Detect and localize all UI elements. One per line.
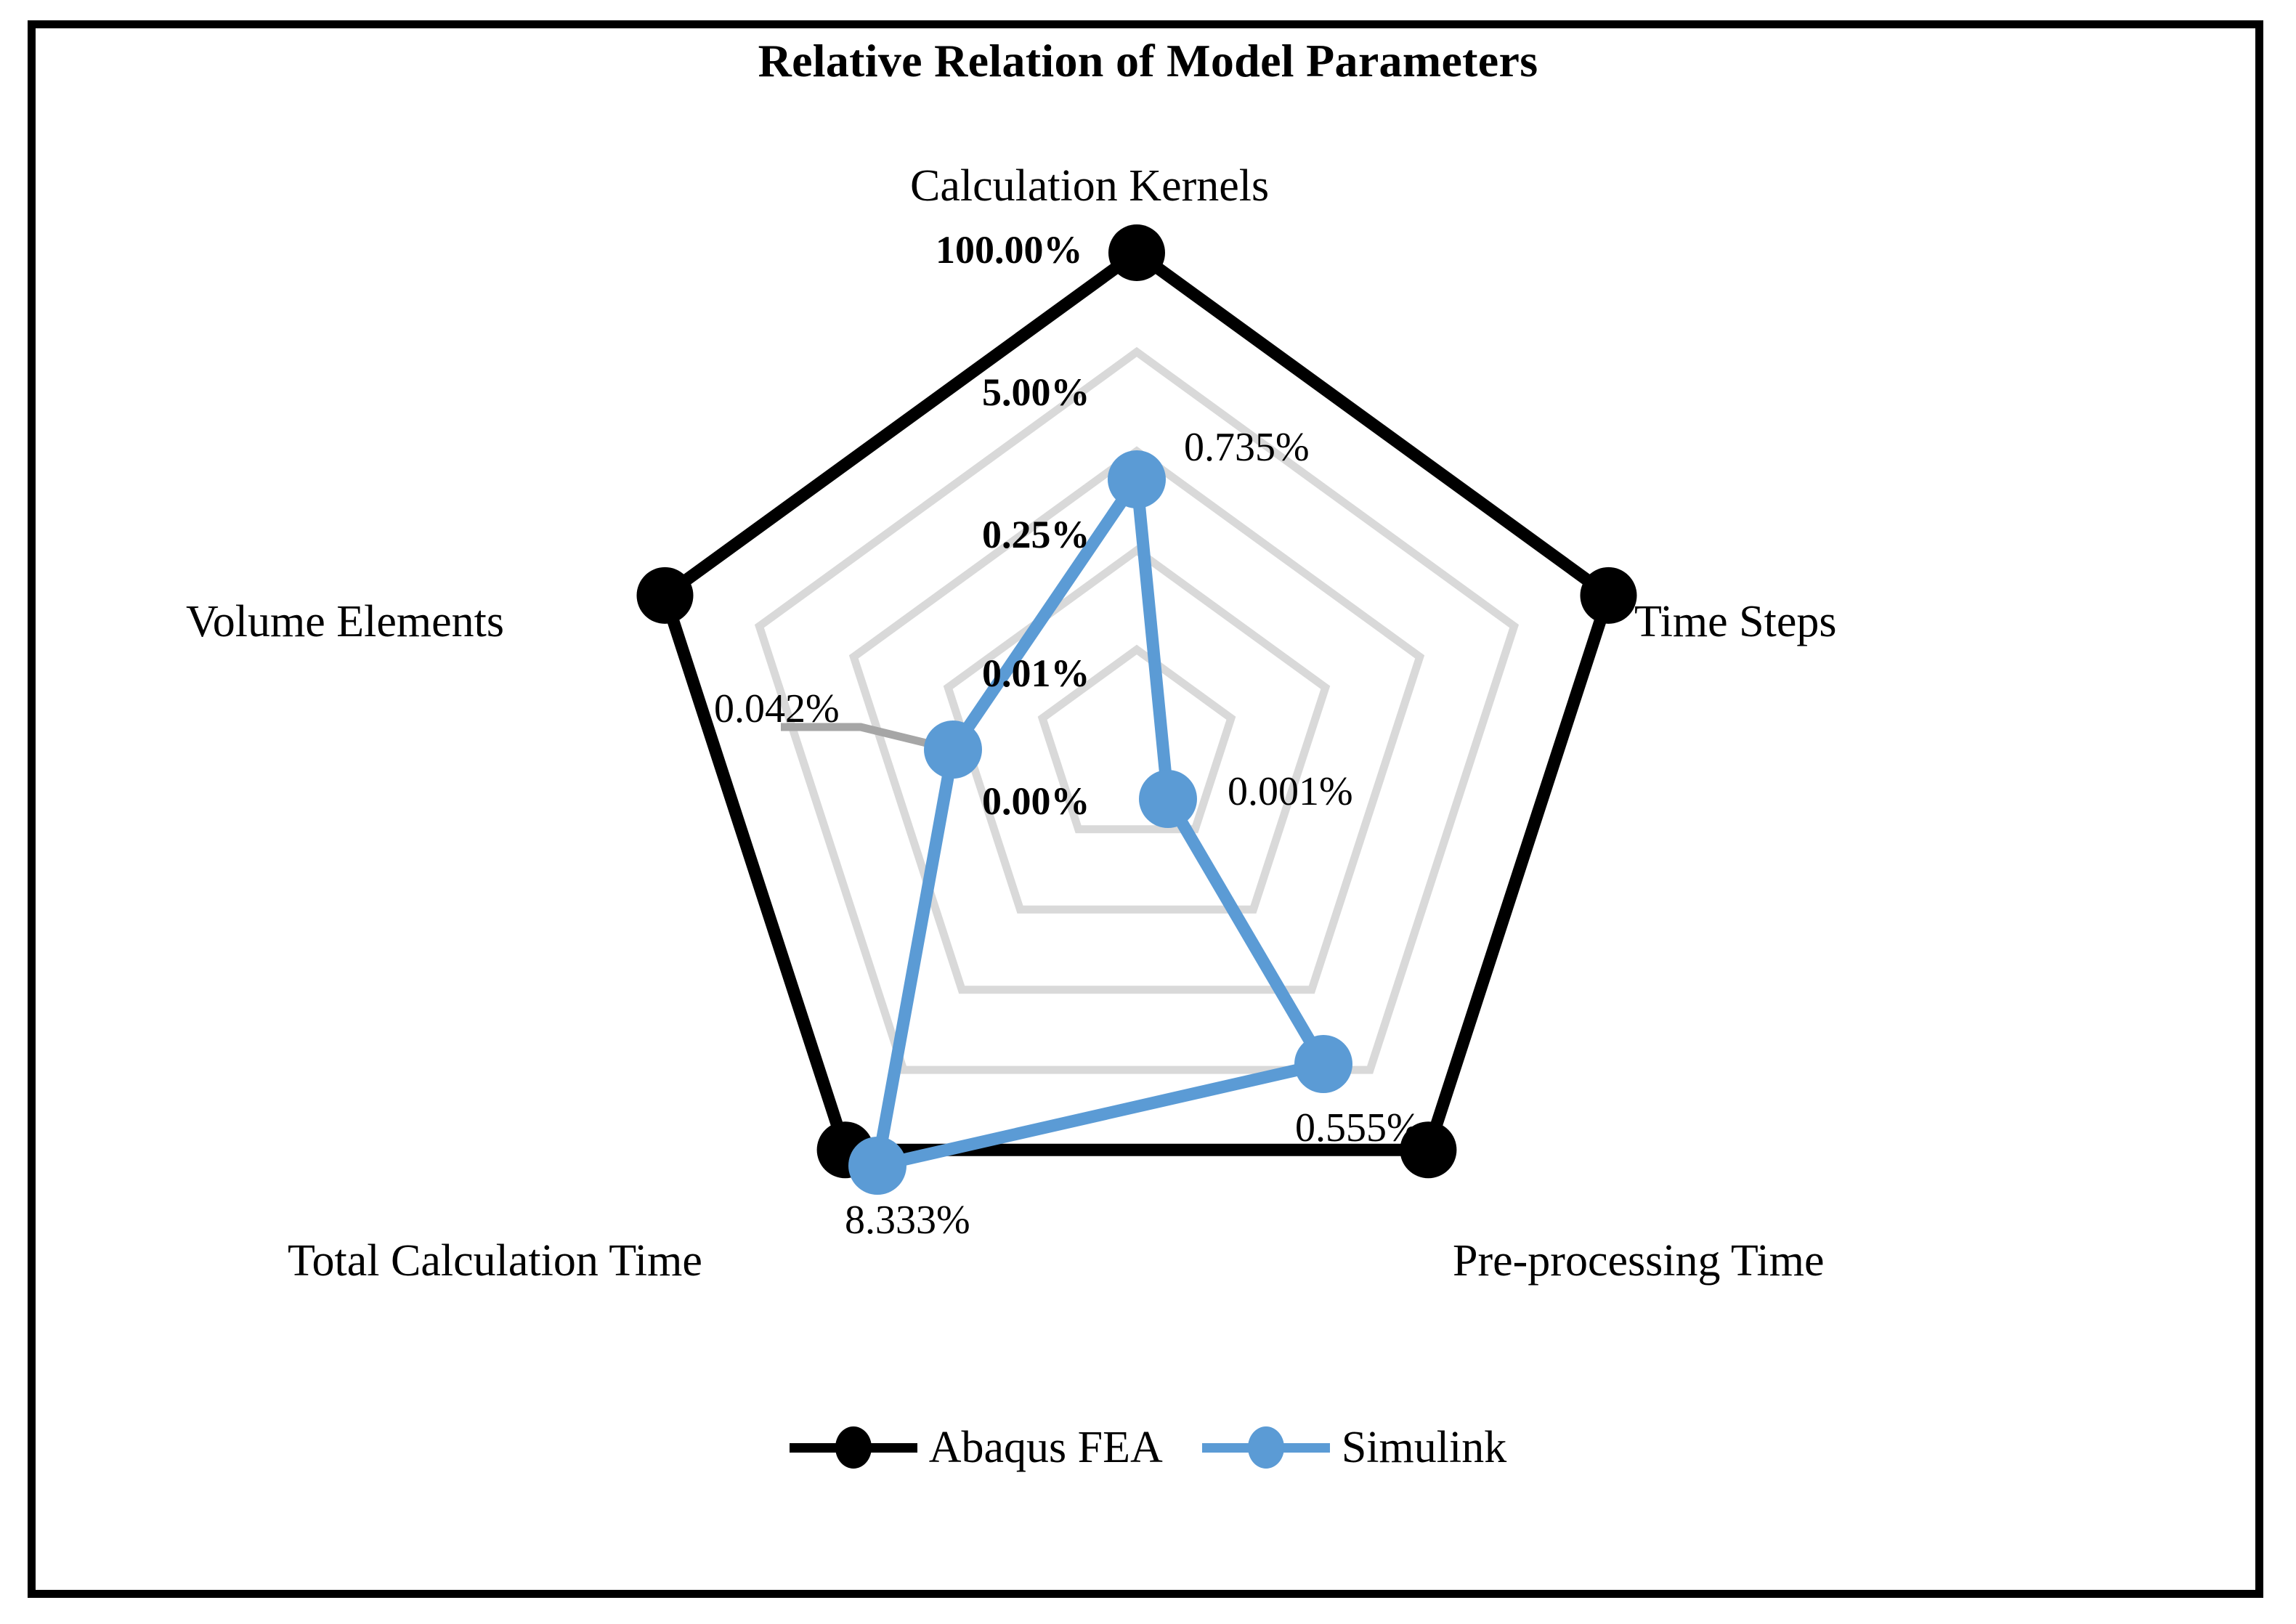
value-label-pre-processing-time: 0.555% [1295, 1105, 1421, 1150]
gridline-ring-001 [943, 545, 1331, 914]
legend-marker-simulink [1247, 1426, 1284, 1469]
gridline-ring-000 [1037, 644, 1236, 834]
value-label-volume-elements: 0.042% [714, 686, 840, 731]
axis-label-total-calculation-time: Total Calculation Time [288, 1236, 702, 1286]
series-abaqus-fea-point-time-steps [1580, 567, 1637, 624]
series-abaqus-fea-point-pre-processing-time [1400, 1121, 1457, 1179]
series-simulink [848, 450, 1352, 1195]
value-label-time-steps: 0.001% [1228, 769, 1353, 814]
gridline-ring-025 [848, 446, 1425, 994]
series-abaqus-fea-point-calculation-kernels [1108, 224, 1165, 281]
radial-tick-000: 0.00% [982, 779, 1090, 823]
series-simulink-line [869, 461, 1334, 1174]
value-label-calculation-kernels: 0.735% [1184, 425, 1310, 470]
series-simulink-point-total-calculation-time [848, 1137, 906, 1195]
legend-label-simulink: Simulink [1341, 1423, 1507, 1472]
series-simulink-point-calculation-kernels [1108, 450, 1166, 508]
radial-tick-025: 0.25% [982, 513, 1090, 556]
radial-tick-100: 100.00% [936, 228, 1083, 272]
axis-label-volume-elements: Volume Elements [186, 597, 504, 646]
legend-swatch-simulink [1201, 1425, 1330, 1470]
chart-legend: Abaqus FEA Simulink [0, 1425, 2296, 1470]
series-simulink-point-pre-processing-time [1294, 1035, 1352, 1093]
series-simulink-point-time-steps [1139, 770, 1197, 828]
radar-gridlines [754, 346, 1520, 1074]
legend-marker-abaqus-fea [835, 1426, 872, 1469]
legend-item-simulink[interactable]: Simulink [1201, 1423, 1507, 1472]
legend-item-abaqus-fea[interactable]: Abaqus FEA [789, 1423, 1163, 1472]
series-abaqus-fea-point-volume-elements [636, 567, 694, 624]
axis-label-pre-processing-time: Pre-processing Time [1453, 1236, 1825, 1286]
legend-label-abaqus-fea: Abaqus FEA [928, 1423, 1163, 1472]
radial-tick-001: 0.01% [982, 651, 1090, 695]
chart-title: Relative Relation of Model Parameters [758, 35, 1538, 86]
radial-tick-5: 5.00% [982, 370, 1090, 414]
axis-label-calculation-kernels: Calculation Kernels [910, 161, 1270, 211]
value-label-total-calculation-time: 8.333% [845, 1198, 970, 1243]
series-simulink-point-volume-elements [924, 720, 982, 779]
series-abaqus-fea [636, 224, 1637, 1179]
gridline-ring-5 [754, 346, 1520, 1074]
series-abaqus-fea-line [657, 245, 1616, 1156]
legend-swatch-abaqus-fea [789, 1425, 917, 1470]
leader-line-volume-elements [781, 723, 954, 754]
axis-label-time-steps: Time Steps [1634, 597, 1837, 646]
